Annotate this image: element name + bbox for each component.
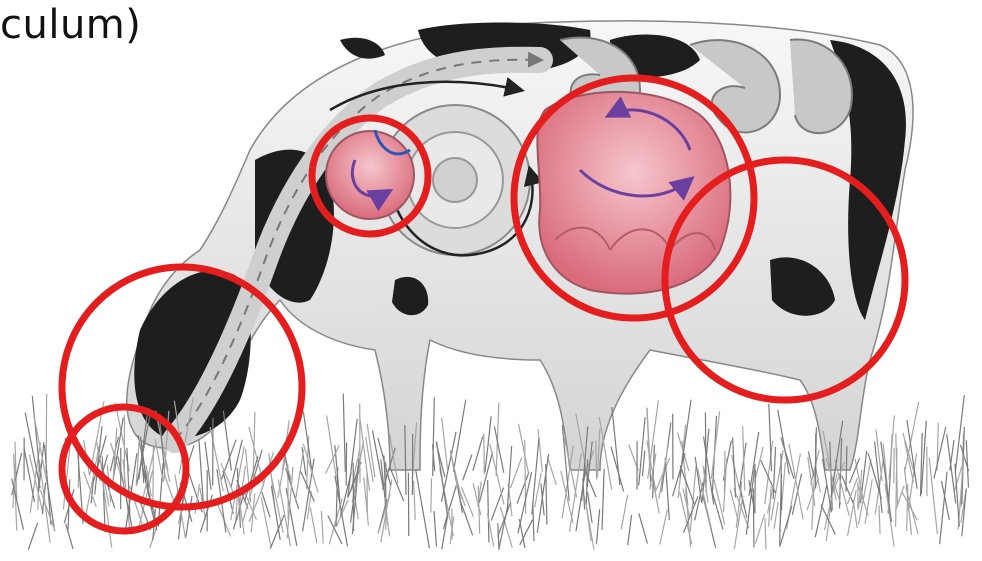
reticulum [326, 130, 414, 219]
